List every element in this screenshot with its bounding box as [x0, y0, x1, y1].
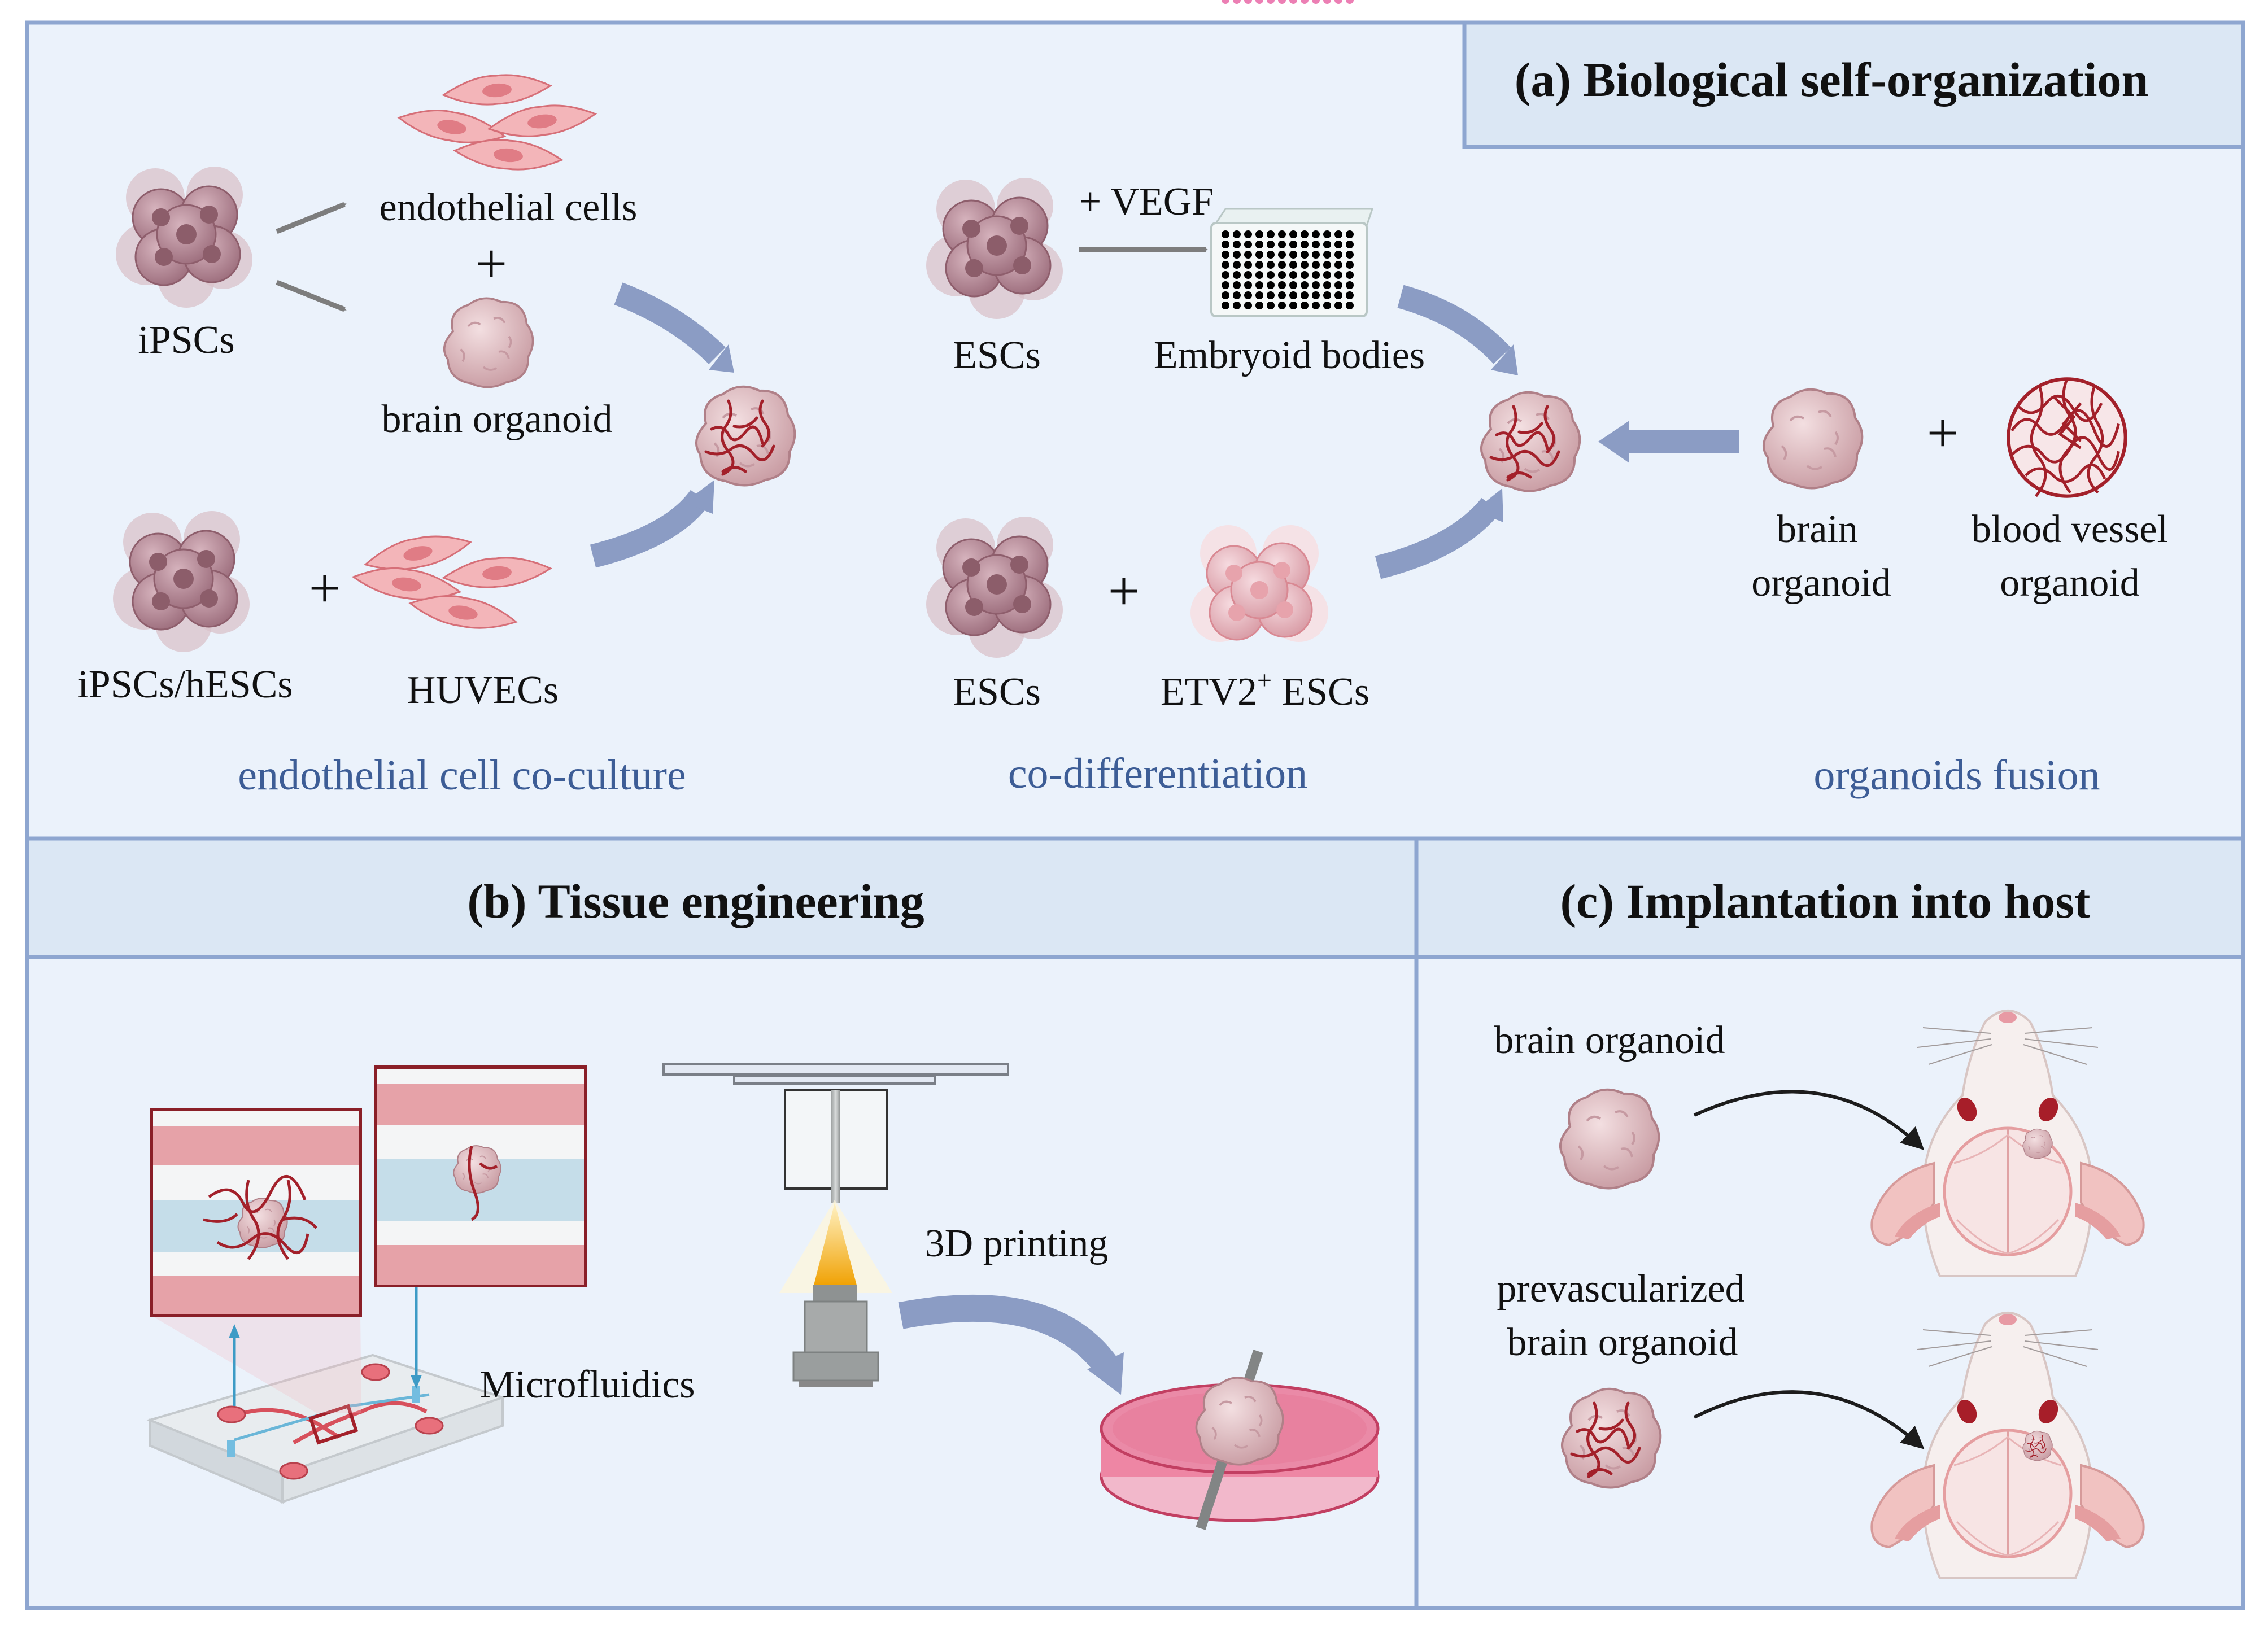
label-escs-1: ESCs: [953, 334, 1041, 377]
fusion-group: + brain organoid blood vessel organoid o…: [1598, 379, 2168, 799]
caption-coculture: endothelial cell co-culture: [238, 752, 686, 799]
label-brain-organoid-c: brain organoid: [1494, 1019, 1725, 1062]
label-escs-2: ESCs: [953, 670, 1041, 714]
label-brain-fusion-1: brain: [1777, 508, 1858, 551]
plus-sign-4: +: [1927, 401, 1959, 464]
flow-arrow-printing: [898, 1294, 1118, 1375]
label-brain-fusion-2: organoid: [1751, 561, 1891, 605]
panel-c-header: [1414, 836, 2245, 959]
panel-b-title: (b) Tissue engineering: [467, 874, 924, 928]
arrow-to-endothelial: [276, 202, 347, 234]
caption-codiff: co-differentiation: [1008, 750, 1307, 797]
panel-a-title: (a) Biological self-organization: [1515, 53, 2149, 107]
label-microfluidics: Microfluidics: [479, 1363, 695, 1407]
label-prevasc-2: brain organoid: [1507, 1321, 1738, 1364]
plus-sign-1: +: [476, 232, 507, 295]
arrow-to-organoid: [276, 279, 347, 312]
plus-sign-3: +: [1108, 560, 1140, 622]
arrow-implant-1: [1693, 1090, 1925, 1150]
label-embryoid-bodies: Embryoid bodies: [1154, 334, 1425, 377]
flow-arrow-codiff-lower: [1375, 497, 1501, 579]
label-brain-organoid-a: brain organoid: [382, 398, 613, 441]
coculture-group: iPSCs endothelial cells + brain organoid…: [77, 69, 795, 799]
outer-frame: [25, 20, 2245, 1610]
blood-vessel-organoid-icon: [2008, 379, 2125, 496]
flow-arrow-codiff-upper: [1397, 285, 1511, 364]
brain-organoid-implant: [1559, 1088, 1660, 1190]
flow-arrow-upper: [614, 282, 726, 364]
label-vessel-fusion-1: blood vessel: [1972, 508, 2168, 551]
panel-a-header: [1462, 20, 2245, 149]
label-huvecs: HUVECs: [407, 669, 559, 712]
microfluidics-group: Microfluidics: [146, 1065, 695, 1504]
brain-organoid-fusion: [1762, 388, 1864, 490]
codiff-group: ESCs + VEGF Embryoid bodies ESCs + ETV2+…: [925, 0, 1580, 797]
label-3d-printing: 3D printing: [925, 1222, 1109, 1265]
prevascularized-organoid-implant: [1562, 1389, 1660, 1488]
panel-b-header: [25, 836, 1419, 959]
arrow-implant-2: [1693, 1390, 1925, 1449]
well-plate-icon: [1210, 0, 1374, 317]
printing-group: 3D printing: [662, 1063, 1380, 1530]
label-prevasc-1: prevascularized: [1497, 1267, 1744, 1311]
petri-dish-icon: [1100, 1350, 1380, 1530]
label-ipscs: iPSCs: [138, 318, 234, 362]
zoom-panel-organoid: [374, 1065, 587, 1287]
implantation-group: brain organoid prevascularized brain org…: [1494, 1011, 2144, 1578]
flow-arrow-lower: [590, 490, 710, 568]
vascularized-organoid-b: [1481, 392, 1580, 491]
caption-fusion: organoids fusion: [1813, 752, 2100, 799]
plus-sign-2: +: [309, 557, 341, 619]
label-endothelial-cells: endothelial cells: [380, 186, 638, 229]
label-vessel-fusion-2: organoid: [2000, 561, 2140, 605]
zoom-panel-vascular: [150, 1108, 362, 1317]
vascularized-organoid-a: [696, 387, 795, 486]
brain-organoid-icon: [443, 297, 534, 388]
label-vegf: + VEGF: [1079, 180, 1214, 224]
label-ipscs-hescs: iPSCs/hESCs: [77, 663, 293, 706]
panel-c-title: (c) Implantation into host: [1560, 874, 2091, 928]
label-etv2-escs: ETV2+ ESCs: [1161, 666, 1369, 714]
